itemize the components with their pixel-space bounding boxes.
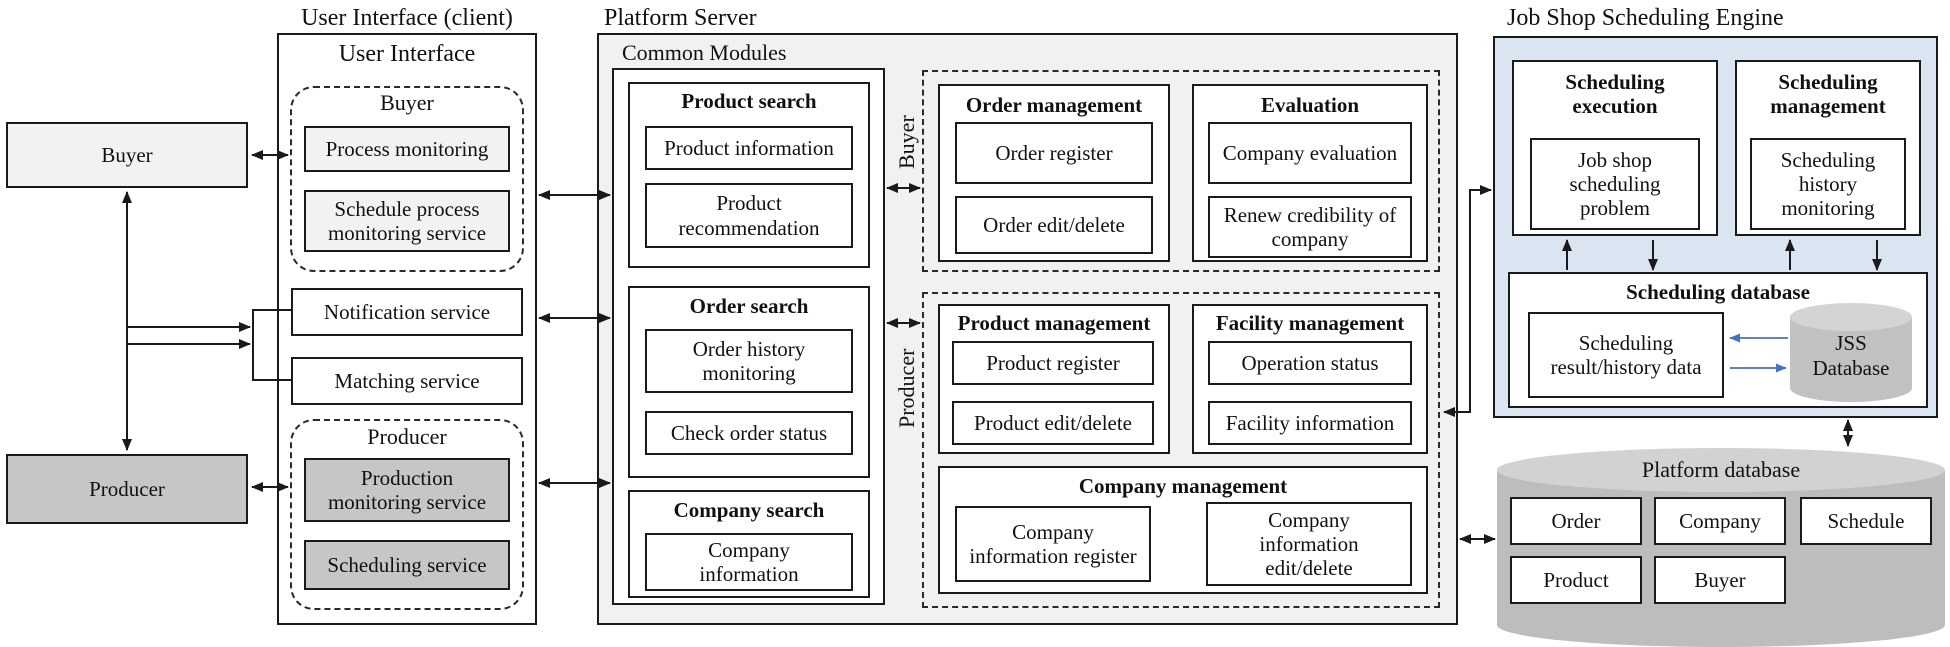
order-search-title: Order search [689, 293, 809, 318]
jss-database-label: JSS Database [1812, 330, 1890, 380]
db-table-buyer-label: Buyer [1694, 567, 1746, 592]
company-info-register-label: Company information register [969, 519, 1137, 568]
scheduling-history-label: Scheduling history monitoring [1780, 147, 1876, 221]
production-monitoring-box: Production monitoring service [304, 458, 510, 522]
platform-database-title: Platform database [1641, 457, 1801, 482]
scheduling-history-box: Scheduling history monitoring [1750, 138, 1906, 230]
scheduling-engine-title: Job Shop Scheduling Engine [1507, 5, 1784, 31]
ui-buyer-group-label: Buyer [380, 90, 434, 115]
order-history-monitoring-box: Order history monitoring [645, 329, 853, 393]
job-shop-problem-label: Job shop scheduling problem [1569, 147, 1661, 221]
schedule-process-monitoring-box: Schedule process monitoring service [304, 190, 510, 252]
product-recommendation-label: Product recommendation [678, 191, 820, 240]
platform-db-cylinder-bottom [1497, 603, 1945, 647]
company-search-title: Company search [673, 497, 825, 522]
order-history-monitoring-label: Order history monitoring [692, 336, 806, 385]
company-info-edit-delete-box: Company information edit/delete [1206, 502, 1412, 586]
product-recommendation-box: Product recommendation [645, 183, 853, 248]
ui-client-title: User Interface (client) [301, 5, 513, 31]
evaluation-title: Evaluation [1260, 92, 1360, 117]
product-information-box: Product information [645, 126, 853, 170]
scheduling-service-label: Scheduling service [327, 552, 487, 577]
buyer-modules-group [922, 70, 1440, 272]
product-search-title: Product search [681, 88, 817, 113]
db-table-company-label: Company [1679, 508, 1761, 533]
company-evaluation-box: Company evaluation [1208, 122, 1412, 184]
actor-producer-label: Producer [89, 476, 165, 501]
product-register-box: Product register [952, 341, 1154, 385]
check-order-status-box: Check order status [645, 411, 853, 455]
order-register-label: Order register [995, 140, 1113, 165]
scheduling-result-box: Scheduling result/history data [1528, 312, 1724, 398]
matching-service-box: Matching service [291, 357, 523, 405]
db-table-order: Order [1510, 497, 1642, 545]
scheduling-database-title: Scheduling database [1626, 279, 1810, 304]
product-edit-delete-label: Product edit/delete [973, 410, 1133, 435]
scheduling-management-title: Scheduling management [1735, 68, 1921, 120]
actor-buyer-box: Buyer [6, 122, 248, 188]
schedule-process-monitoring-label: Schedule process monitoring service [327, 196, 487, 245]
common-modules-label: Common Modules [622, 40, 787, 65]
company-information-label: Company information [699, 537, 799, 586]
order-edit-delete-label: Order edit/delete [983, 212, 1125, 237]
db-table-schedule-label: Schedule [1827, 508, 1905, 533]
actor-producer-box: Producer [6, 454, 248, 524]
process-monitoring-label: Process monitoring [325, 136, 489, 161]
process-monitoring-box: Process monitoring [304, 126, 510, 172]
platform-db-cylinder-top [1497, 448, 1945, 492]
scheduling-execution-title-text: Scheduling execution [1565, 69, 1665, 118]
production-monitoring-label: Production monitoring service [327, 465, 487, 514]
operation-status-box: Operation status [1208, 341, 1412, 385]
buyer-modules-side-label: Buyer [894, 115, 919, 169]
ui-producer-group-label: Producer [367, 424, 447, 449]
db-table-product-label: Product [1543, 567, 1609, 592]
jss-cylinder-bottom [1790, 374, 1912, 402]
producer-modules-group [922, 292, 1440, 608]
db-table-product: Product [1510, 556, 1642, 604]
product-register-label: Product register [986, 350, 1120, 375]
platform-server-title: Platform Server [604, 5, 757, 31]
db-table-order-label: Order [1551, 508, 1601, 533]
facility-management-title: Facility management [1215, 310, 1405, 335]
db-table-buyer: Buyer [1654, 556, 1786, 604]
check-order-status-label: Check order status [670, 420, 828, 445]
ui-producer-group [290, 419, 524, 610]
scheduling-result-label: Scheduling result/history data [1550, 330, 1702, 379]
product-information-label: Product information [664, 135, 834, 160]
company-info-edit-delete-label: Company information edit/delete [1259, 507, 1359, 581]
scheduling-execution-title: Scheduling execution [1512, 68, 1718, 120]
matching-service-label: Matching service [334, 368, 480, 393]
ui-panel-label: User Interface [338, 41, 476, 67]
company-management-title: Company management [1078, 473, 1288, 498]
notification-service-label: Notification service [323, 299, 491, 324]
jss-database-cylinder: JSS Database [1790, 320, 1912, 392]
product-management-title: Product management [957, 310, 1151, 335]
company-evaluation-label: Company evaluation [1222, 140, 1398, 165]
producer-modules-side-label: Producer [894, 348, 919, 428]
company-information-box: Company information [645, 533, 853, 591]
scheduling-service-box: Scheduling service [304, 540, 510, 590]
order-management-title: Order management [965, 92, 1143, 117]
order-edit-delete-box: Order edit/delete [955, 196, 1153, 254]
ui-buyer-group [290, 86, 524, 272]
order-register-box: Order register [955, 122, 1153, 184]
product-edit-delete-box: Product edit/delete [952, 401, 1154, 445]
company-info-register-box: Company information register [955, 506, 1151, 582]
job-shop-problem-box: Job shop scheduling problem [1530, 138, 1700, 230]
operation-status-label: Operation status [1241, 350, 1379, 375]
notification-service-box: Notification service [291, 288, 523, 336]
actor-buyer-label: Buyer [101, 142, 153, 167]
scheduling-management-title-text: Scheduling management [1770, 69, 1886, 118]
jss-cylinder-top [1790, 303, 1912, 331]
facility-information-box: Facility information [1208, 401, 1412, 445]
db-table-company: Company [1654, 497, 1786, 545]
facility-information-label: Facility information [1225, 410, 1395, 435]
renew-credibility-box: Renew credibility of company [1208, 196, 1412, 258]
db-table-schedule: Schedule [1800, 497, 1932, 545]
renew-credibility-label: Renew credibility of company [1223, 202, 1397, 251]
